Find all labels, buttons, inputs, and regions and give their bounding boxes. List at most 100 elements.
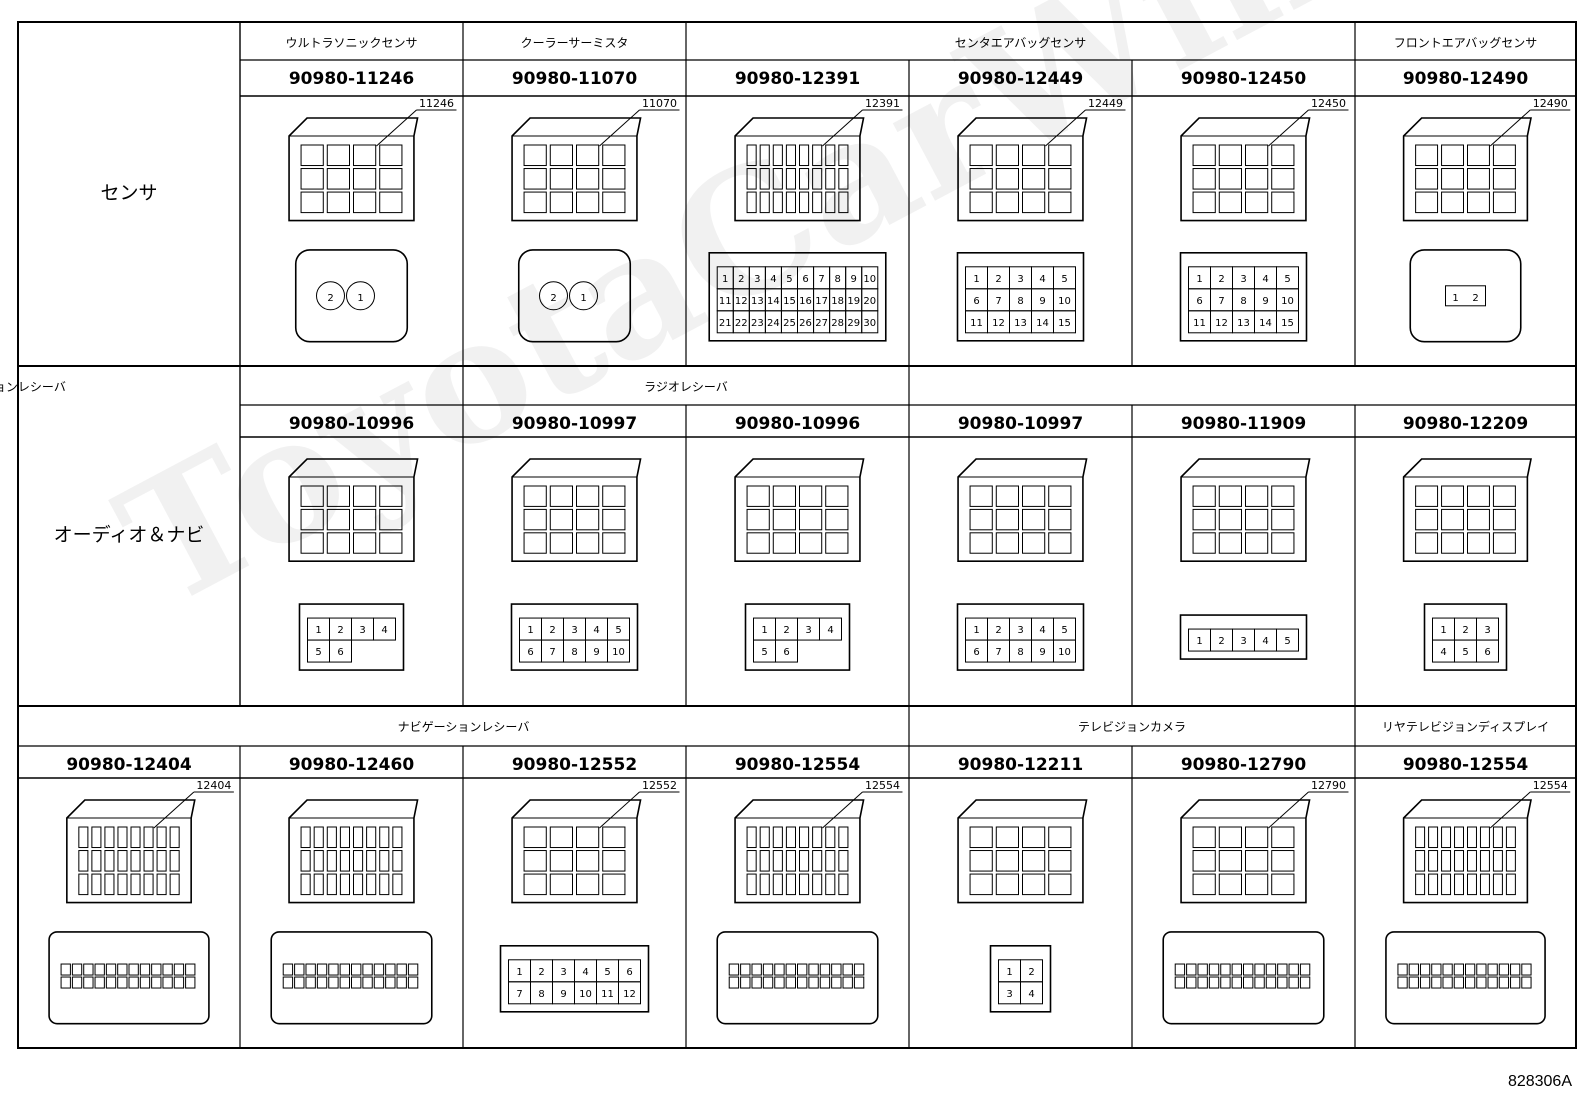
- pin-label: 4: [770, 274, 776, 285]
- cavity: [379, 850, 390, 872]
- pin-label: 24: [767, 318, 780, 329]
- cavity: [351, 963, 362, 976]
- cavity: [995, 508, 1020, 531]
- leader-line: [822, 791, 863, 829]
- cavity: [825, 508, 849, 531]
- pin-label: 6: [783, 647, 789, 658]
- cavity: [1419, 963, 1431, 976]
- cavity: [1174, 963, 1186, 976]
- cavity: [602, 168, 626, 190]
- cavity: [1476, 976, 1487, 989]
- part-number: 90980-12554: [1403, 755, 1529, 775]
- cavity: [379, 191, 403, 214]
- cavity: [143, 873, 154, 896]
- cavity: [772, 850, 783, 872]
- cavity: [379, 873, 390, 896]
- pin-label: 4: [381, 625, 387, 636]
- cavity: [379, 485, 403, 507]
- cavity: [1022, 532, 1046, 554]
- cavity: [774, 963, 785, 976]
- pin-label: 9: [1039, 296, 1045, 307]
- pin-label: 7: [549, 647, 555, 658]
- pin-label: 1: [761, 625, 767, 636]
- cavity: [1048, 485, 1072, 507]
- cavity: [143, 826, 154, 849]
- cavity: [549, 144, 574, 167]
- pin-label: 10: [1058, 296, 1071, 307]
- cavity: [1245, 850, 1269, 872]
- pin-label: 8: [1240, 296, 1246, 307]
- cavity: [1048, 168, 1072, 190]
- pin-label: 3: [805, 625, 811, 636]
- cavity: [1192, 532, 1216, 554]
- cavity: [576, 168, 600, 190]
- cavity: [1441, 850, 1452, 872]
- figure-id: 828306A: [1507, 1073, 1572, 1090]
- pin-label: 3: [1240, 274, 1246, 285]
- cavity: [1197, 963, 1208, 976]
- cavity: [576, 191, 600, 214]
- part-number: 90980-12211: [958, 755, 1083, 775]
- cavity: [1442, 963, 1453, 976]
- pin-label: 1: [357, 293, 363, 304]
- pin-label: 20: [863, 296, 876, 307]
- cavity: [602, 191, 626, 214]
- part-number: 90980-12790: [1181, 755, 1307, 775]
- cavity: [774, 976, 785, 989]
- cavity: [1053, 639, 1076, 663]
- cavity: [91, 873, 102, 896]
- cavity: [117, 826, 128, 849]
- pin-label: 27: [815, 318, 828, 329]
- cavity: [1467, 873, 1477, 896]
- pin-label: 1: [527, 625, 533, 636]
- cavity: [1271, 826, 1295, 849]
- cavity: [523, 168, 547, 190]
- cavity: [1492, 508, 1516, 531]
- group-label: ナビゲーションレシーバ: [398, 720, 530, 734]
- cavity: [1218, 873, 1243, 896]
- cavity: [759, 144, 770, 167]
- cavity: [294, 963, 305, 976]
- cavity: [1441, 532, 1465, 554]
- cavity: [1271, 532, 1295, 554]
- cavity: [785, 826, 797, 849]
- leader-line: [1045, 109, 1086, 147]
- part-number: 90980-12404: [66, 755, 192, 775]
- cavity: [1271, 873, 1295, 896]
- cavity: [746, 532, 770, 554]
- cavity: [812, 168, 823, 190]
- front-view: [294, 249, 409, 343]
- cavity: [1415, 168, 1439, 190]
- cavity: [1186, 963, 1197, 976]
- cavity: [1271, 168, 1295, 190]
- pin-label: 15: [783, 296, 796, 307]
- cavity: [1441, 826, 1452, 849]
- pin-label: 1: [1196, 636, 1202, 647]
- cavity: [351, 976, 362, 989]
- pin-label: 19: [847, 296, 860, 307]
- cavity: [392, 873, 403, 896]
- cavity: [995, 532, 1020, 554]
- pin-label: 1: [1452, 293, 1458, 304]
- cavity: [1218, 144, 1243, 167]
- pin-label: 5: [315, 647, 321, 658]
- cavity: [1218, 168, 1243, 190]
- table-frame: [17, 21, 1577, 1049]
- part-number: 90980-12449: [958, 69, 1083, 89]
- cavity: [366, 873, 377, 896]
- cavity: [808, 963, 819, 976]
- cavity: [1048, 532, 1072, 554]
- cavity: [549, 532, 574, 554]
- cavity: [785, 168, 797, 190]
- cavity: [1445, 285, 1486, 307]
- cavity: [316, 976, 328, 989]
- pin-label: 8: [571, 647, 577, 658]
- cavity: [819, 976, 831, 989]
- cavity: [842, 963, 853, 976]
- cavity: [71, 976, 83, 989]
- cavity: [819, 617, 842, 641]
- group-label: ウルトラソニックセンサ: [285, 36, 417, 50]
- cavity: [1220, 963, 1231, 976]
- pin-label: 1: [973, 625, 979, 636]
